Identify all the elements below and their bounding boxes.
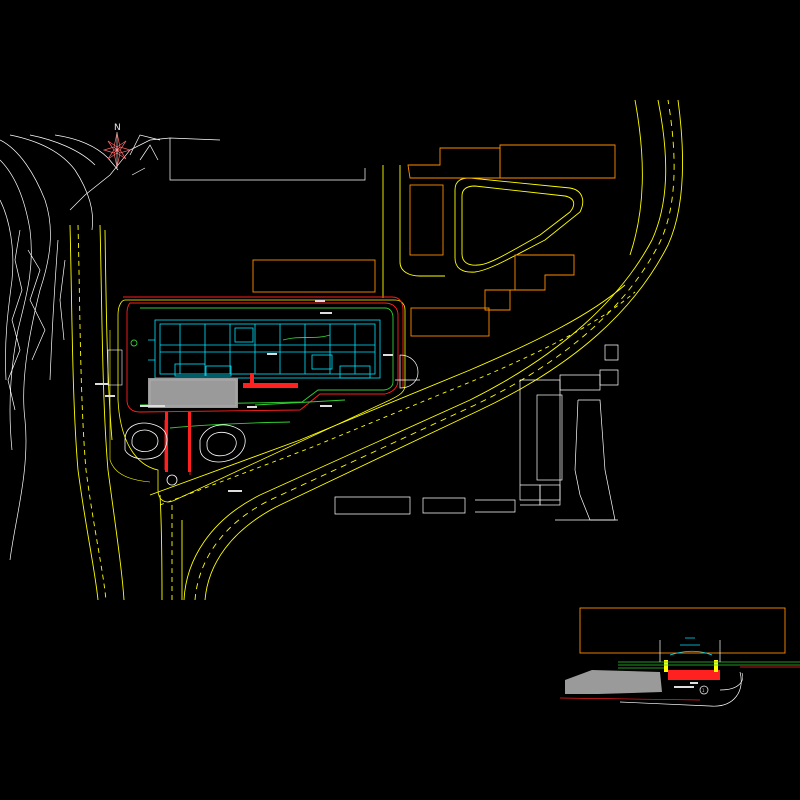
landscape-lines (130, 307, 394, 429)
garden-ponds (124, 422, 246, 486)
inset-detail: 1 (559, 637, 800, 707)
paved-parking (148, 378, 238, 408)
north-label: N (114, 123, 121, 133)
terrain-contours (0, 134, 366, 561)
neighbouring-buildings (252, 144, 786, 654)
north-arrow-icon: N (102, 123, 132, 168)
roads (69, 99, 684, 601)
inset-index-mark: 1 (702, 688, 705, 693)
adjacent-structures (334, 344, 619, 521)
main-building (107, 319, 381, 386)
drawing-annotations (95, 300, 393, 492)
